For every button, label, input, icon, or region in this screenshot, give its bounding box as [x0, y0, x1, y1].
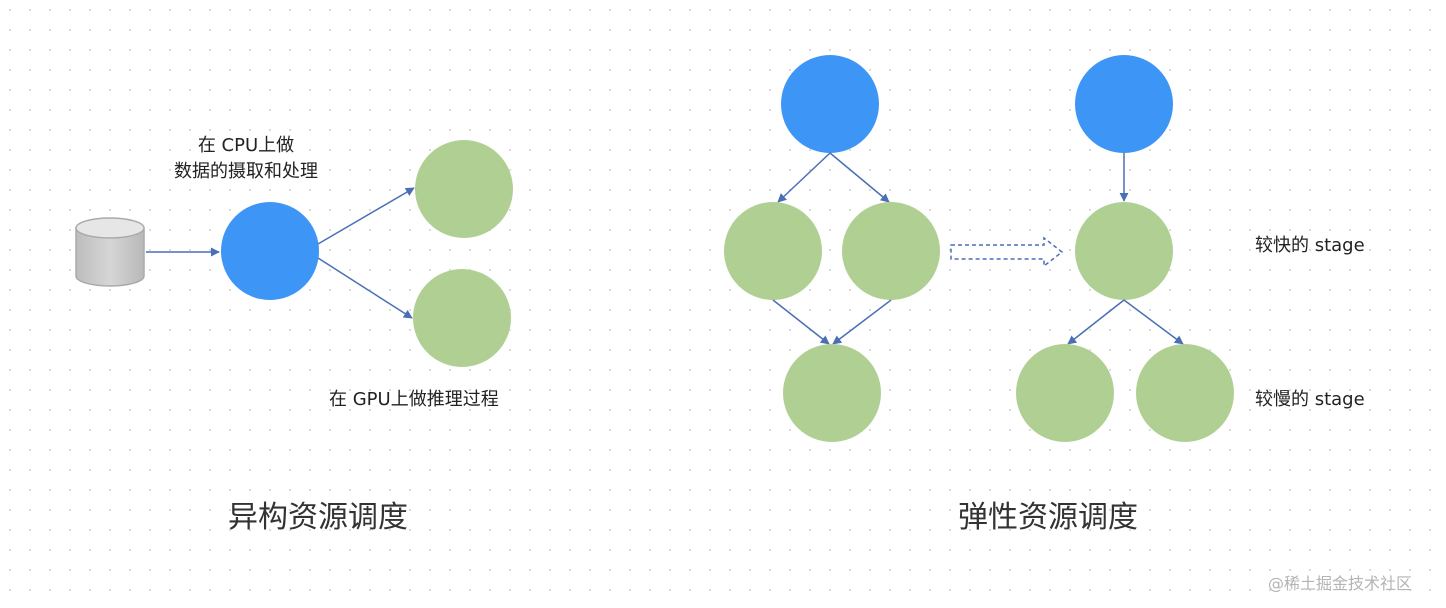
dag-after-slow-right-node: [1136, 344, 1234, 442]
dag-before-bottom-node: [783, 344, 881, 442]
edge-cpu-to-gpu-bottom: [317, 257, 413, 319]
transition-arrow-icon: [950, 236, 1064, 268]
database-cylinder-icon: [75, 217, 145, 287]
dag-after-root-node: [1075, 55, 1173, 153]
cpu-processing-label: 在 CPU上做 数据的摄取和处理: [160, 133, 332, 185]
gpu-inference-label: 在 GPU上做推理过程: [329, 389, 499, 410]
dag-after-fast-stage-node: [1075, 202, 1173, 300]
dag-before-mid-right-node: [842, 202, 940, 300]
edge-before-mid-right-to-bottom: [832, 299, 892, 345]
watermark: @稀土掘金技术社区: [1268, 574, 1413, 593]
edge-before-mid-left-to-bottom: [772, 299, 830, 345]
gpu-node-bottom: [413, 269, 511, 367]
dag-before-root-node: [781, 55, 879, 153]
heterogeneous-scheduling-title: 异构资源调度: [228, 500, 408, 535]
edge-cpu-to-gpu-top: [317, 187, 415, 245]
cpu-label-line2: 数据的摄取和处理: [174, 161, 318, 182]
edge-before-root-to-mid-right: [829, 152, 890, 203]
gpu-node-top: [415, 140, 513, 238]
dag-after-slow-left-node: [1016, 344, 1114, 442]
edge-before-root-to-mid-left: [777, 152, 831, 203]
cpu-label-line1: 在 CPU上做: [197, 135, 295, 156]
dag-before-mid-left-node: [724, 202, 822, 300]
slow-stage-label: 较慢的 stage: [1255, 389, 1365, 410]
elastic-scheduling-title: 弹性资源调度: [958, 500, 1138, 535]
fast-stage-label: 较快的 stage: [1255, 235, 1365, 256]
edge-after-fast-to-slow-right: [1123, 299, 1184, 345]
cpu-node: [221, 202, 319, 300]
edge-after-fast-to-slow-left: [1067, 299, 1125, 345]
